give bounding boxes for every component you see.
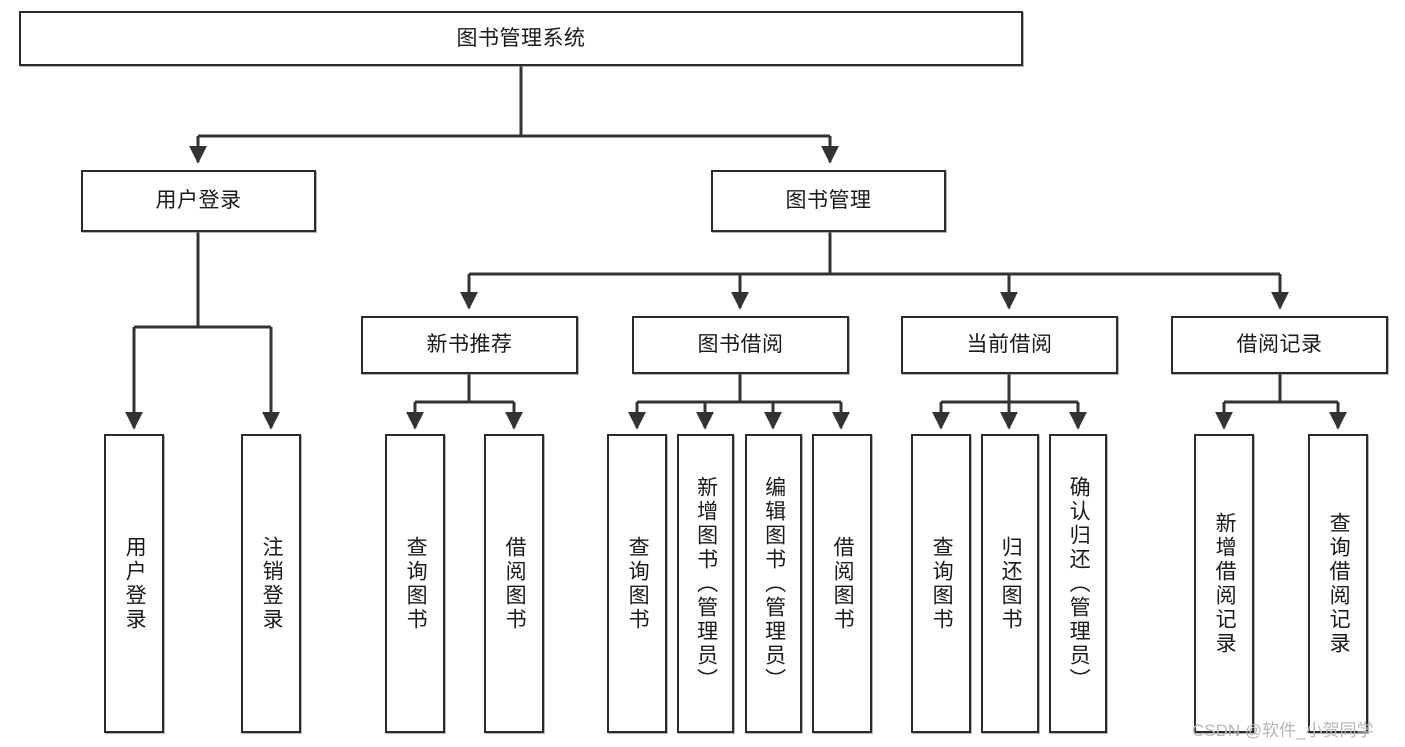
node-leaf-query-book-1[interactable]: 查询图书: [385, 434, 445, 733]
node-leaf-query-book-1-label: 查询图书: [404, 535, 428, 632]
node-book-manage[interactable]: 图书管理: [711, 170, 946, 232]
node-book-manage-label: 图书管理: [785, 189, 872, 213]
node-leaf-return-book[interactable]: 归还图书: [981, 434, 1039, 733]
node-leaf-edit-book-label: 编辑图书（管理员）: [762, 475, 786, 692]
node-borrow-record-label: 借阅记录: [1236, 333, 1323, 357]
node-leaf-query-record[interactable]: 查询借阅记录: [1308, 434, 1368, 733]
node-leaf-add-book[interactable]: 新增图书（管理员）: [677, 434, 734, 733]
node-new-book-rec-label: 新书推荐: [426, 333, 513, 357]
node-current-borrow-label: 当前借阅: [966, 333, 1053, 357]
node-leaf-borrow-book-1[interactable]: 借阅图书: [484, 434, 544, 733]
node-new-book-rec[interactable]: 新书推荐: [361, 316, 578, 374]
node-leaf-borrow-book-2[interactable]: 借阅图书: [812, 434, 872, 733]
node-leaf-borrow-book-1-label: 借阅图书: [503, 535, 527, 632]
node-leaf-user-login-label: 用户登录: [123, 535, 147, 632]
node-root[interactable]: 图书管理系统: [19, 11, 1023, 66]
node-leaf-logout-label: 注销登录: [260, 535, 284, 632]
node-leaf-confirm-return[interactable]: 确认归还（管理员）: [1049, 434, 1107, 733]
node-book-borrow-label: 图书借阅: [697, 333, 784, 357]
node-leaf-query-record-label: 查询借阅记录: [1327, 511, 1351, 656]
node-book-borrow[interactable]: 图书借阅: [632, 316, 849, 374]
node-leaf-borrow-book-2-label: 借阅图书: [831, 535, 855, 632]
node-leaf-logout[interactable]: 注销登录: [241, 434, 301, 733]
node-leaf-query-book-3-label: 查询图书: [930, 535, 954, 632]
node-borrow-record[interactable]: 借阅记录: [1171, 316, 1388, 374]
node-leaf-add-record-label: 新增借阅记录: [1213, 511, 1237, 656]
node-leaf-query-book-2[interactable]: 查询图书: [607, 434, 667, 733]
node-leaf-add-record[interactable]: 新增借阅记录: [1194, 434, 1254, 733]
node-leaf-confirm-return-label: 确认归还（管理员）: [1067, 475, 1091, 692]
node-leaf-query-book-2-label: 查询图书: [626, 535, 650, 632]
node-leaf-user-login[interactable]: 用户登录: [104, 434, 164, 733]
node-leaf-edit-book[interactable]: 编辑图书（管理员）: [745, 434, 802, 733]
node-leaf-query-book-3[interactable]: 查询图书: [911, 434, 971, 733]
node-leaf-return-book-label: 归还图书: [999, 535, 1023, 632]
node-leaf-add-book-label: 新增图书（管理员）: [694, 475, 718, 692]
node-root-label: 图书管理系统: [456, 26, 586, 50]
node-user-login-label: 用户登录: [155, 189, 242, 213]
node-user-login[interactable]: 用户登录: [81, 170, 316, 232]
node-current-borrow[interactable]: 当前借阅: [901, 316, 1118, 374]
